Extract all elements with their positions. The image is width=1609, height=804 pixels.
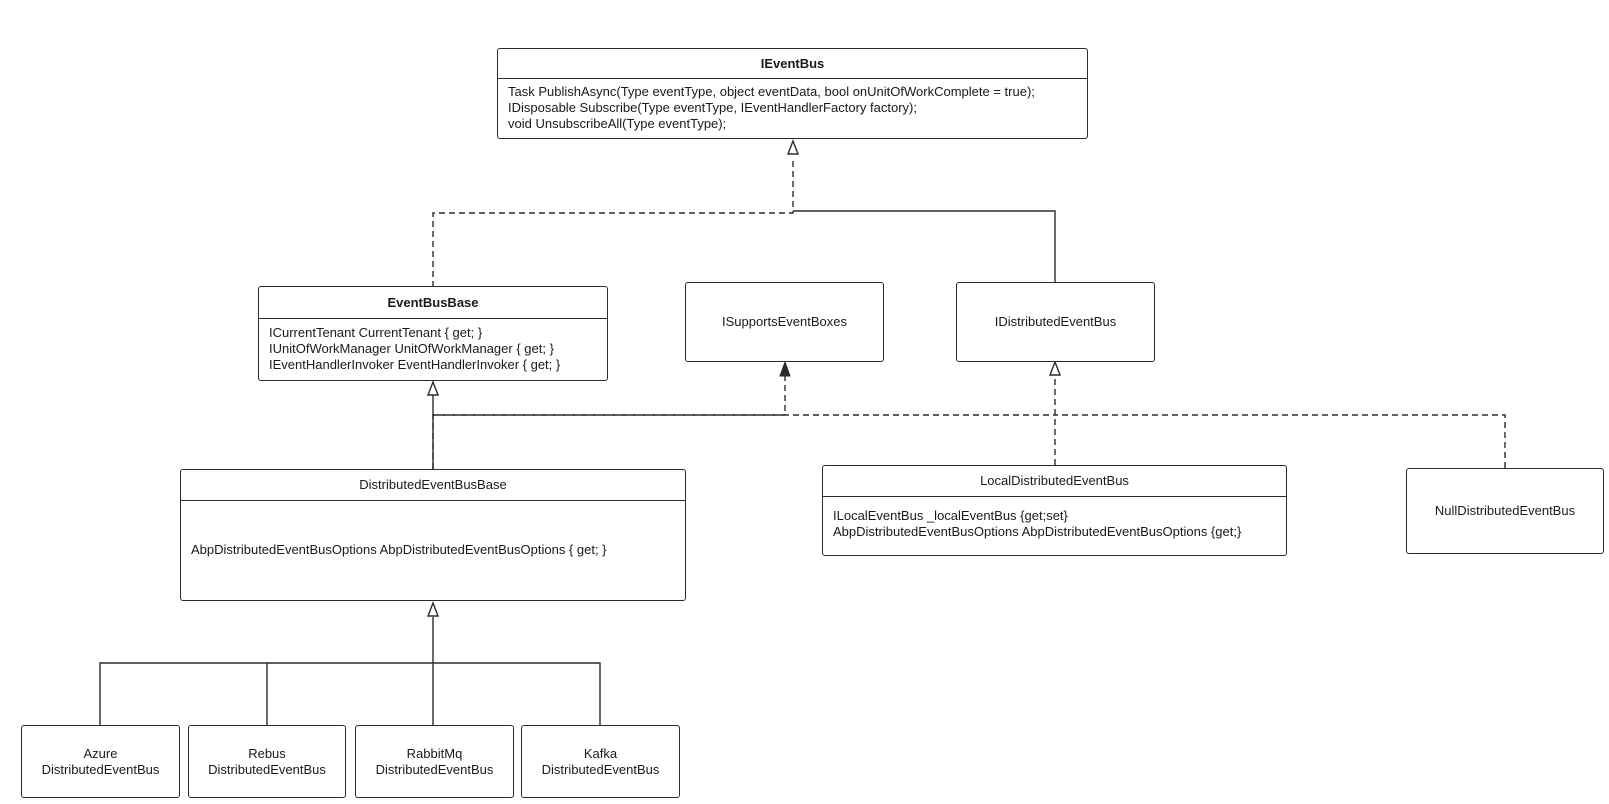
ieventbus-member: void UnsubscribeAll(Type eventType);	[508, 116, 727, 131]
azure-distributedeventbus-class[interactable]: Azure DistributedEventBus	[21, 725, 180, 798]
azure-to-distributedeventbusbase-connector	[99, 662, 601, 725]
kafka-name-line: DistributedEventBus	[541, 761, 660, 777]
isupportseventboxes-interface[interactable]: ISupportsEventBoxes	[685, 282, 884, 362]
ieventbus-class-name: IEventBus	[498, 49, 1087, 79]
distributedeventbusbase-members: AbpDistributedEventBusOptions AbpDistrib…	[181, 501, 685, 558]
eventbusbase-class-name: EventBusBase	[259, 287, 607, 319]
isupportseventboxes-name: ISupportsEventBoxes	[721, 314, 848, 329]
eventbusbase-class[interactable]: EventBusBase ICurrentTenant CurrentTenan…	[258, 286, 608, 381]
rebus-name-line: DistributedEventBus	[208, 761, 326, 777]
rabbitmq-name-line: RabbitMq	[406, 745, 463, 761]
distributedeventbusbase-to-isupportseventboxes-connector	[432, 376, 786, 469]
eventbusbase-member: IEventHandlerInvoker EventHandlerInvoker…	[269, 357, 561, 372]
isupportseventboxes-dependency-arrowhead	[779, 360, 791, 377]
eventbusbase-members: ICurrentTenant CurrentTenant { get; } IU…	[259, 319, 607, 373]
localdistributedeventbus-class-name: LocalDistributedEventBus	[823, 466, 1286, 497]
rabbitmq-name: RabbitMq DistributedEventBus	[376, 746, 494, 778]
nulldistributedeventbus-to-idistributedeventbus-connector	[1055, 414, 1506, 468]
idistributedeventbus-interface[interactable]: IDistributedEventBus	[956, 282, 1155, 362]
ieventbus-member: Task PublishAsync(Type eventType, object…	[508, 84, 1035, 99]
distributedeventbusbase-inheritance-arrowhead	[426, 601, 440, 617]
eventbusbase-to-ieventbus-connector	[432, 157, 794, 287]
azure-name: Azure DistributedEventBus	[42, 746, 160, 778]
rabbitmq-distributedeventbus-class[interactable]: RabbitMq DistributedEventBus	[355, 725, 514, 798]
localdistributedeventbus-members: ILocalEventBus _localEventBus {get;set} …	[823, 497, 1286, 540]
nulldistributedeventbus-name: NullDistributedEventBus	[1434, 503, 1576, 518]
nulldistributedeventbus-class[interactable]: NullDistributedEventBus	[1406, 468, 1604, 554]
localdistributedeventbus-member: ILocalEventBus _localEventBus {get;set}	[833, 508, 1068, 523]
azure-name-line: DistributedEventBus	[41, 761, 160, 777]
rebus-distributedeventbus-class[interactable]: Rebus DistributedEventBus	[188, 725, 346, 798]
kafka-distributedeventbus-class[interactable]: Kafka DistributedEventBus	[521, 725, 680, 798]
idistributedeventbus-name: IDistributedEventBus	[994, 314, 1117, 329]
ieventbus-inheritance-arrowhead	[786, 139, 800, 155]
rebus-name-line: Rebus	[248, 745, 286, 761]
eventbusbase-inheritance-arrowhead	[426, 380, 440, 396]
kafka-name-line: Kafka	[583, 745, 618, 761]
eventbusbase-member: ICurrentTenant CurrentTenant { get; }	[269, 325, 483, 340]
idistributedeventbus-inheritance-arrowhead	[1048, 360, 1062, 376]
ieventbus-class[interactable]: IEventBus Task PublishAsync(Type eventTy…	[497, 48, 1088, 139]
localdistributedeventbus-member: AbpDistributedEventBusOptions AbpDistrib…	[833, 524, 1242, 539]
ieventbus-members: Task PublishAsync(Type eventType, object…	[498, 79, 1087, 132]
rabbitmq-name-line: DistributedEventBus	[375, 761, 494, 777]
idistributedeventbus-to-ieventbus-connector	[793, 210, 1056, 282]
distributedeventbusbase-class[interactable]: DistributedEventBusBase AbpDistributedEv…	[180, 469, 686, 601]
localdistributedeventbus-class[interactable]: LocalDistributedEventBus ILocalEventBus …	[822, 465, 1287, 556]
ieventbus-member: IDisposable Subscribe(Type eventType, IE…	[508, 100, 917, 115]
distributedeventbusbase-class-name: DistributedEventBusBase	[181, 470, 685, 501]
distributedeventbusbase-member: AbpDistributedEventBusOptions AbpDistrib…	[191, 542, 607, 557]
kafka-name: Kafka DistributedEventBus	[542, 746, 660, 778]
rebus-name: Rebus DistributedEventBus	[208, 746, 326, 778]
azure-name-line: Azure	[83, 745, 118, 761]
eventbusbase-member: IUnitOfWorkManager UnitOfWorkManager { g…	[269, 341, 554, 356]
